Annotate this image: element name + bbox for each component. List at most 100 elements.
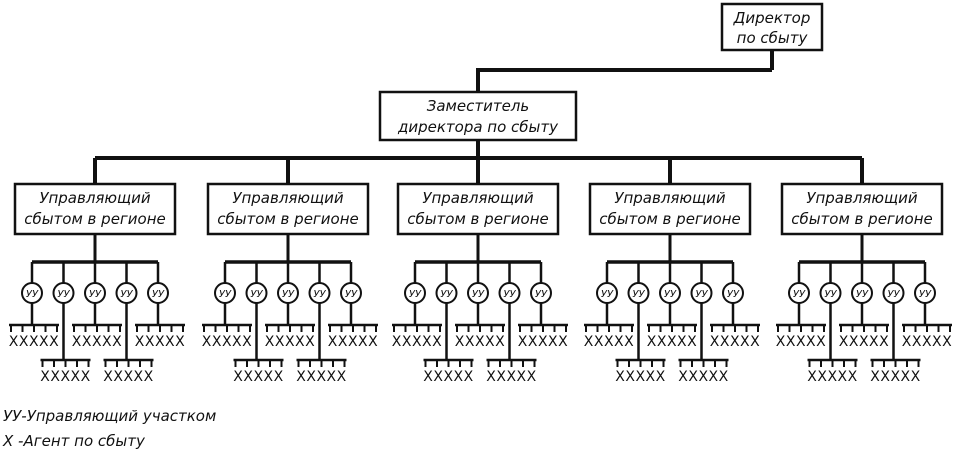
section-manager-5: УУ [914, 262, 936, 325]
section-manager-label: УУ [856, 289, 869, 300]
agent-group: XXXXX [296, 358, 347, 385]
section-manager-2: УУ [627, 262, 650, 360]
agents-label: XXXXX [870, 369, 920, 385]
region-manager-line1: Управляющий [232, 189, 344, 207]
agents-label: XXXXX [103, 369, 153, 385]
director-deputy-connector [476, 50, 774, 92]
section-manager-1: УУ [214, 262, 236, 325]
agent-group: XXXXX [135, 323, 185, 350]
section-manager-2: УУ [52, 262, 75, 360]
agents-label: XXXXX [135, 334, 185, 350]
agent-group: XXXXX [870, 358, 921, 385]
section-manager-4: УУ [308, 262, 331, 360]
section-manager-3: УУ [851, 262, 873, 325]
section-manager-label: УУ [250, 289, 263, 300]
legend-section-manager: УУ-Управляющий участком [3, 407, 216, 425]
agent-group: XXXXX [455, 323, 505, 350]
region-manager-line2: сбытом в регионе [24, 210, 166, 228]
section-manager-label: УУ [26, 289, 39, 300]
section-manager-3: УУ [277, 262, 299, 325]
agents-label: XXXXX [9, 334, 59, 350]
agents-label: XXXXX [710, 334, 760, 350]
agents-label: XXXXX [455, 334, 505, 350]
section-manager-label: УУ [887, 289, 900, 300]
section-manager-4: УУ [115, 262, 138, 360]
agent-group: XXXXX [392, 323, 442, 350]
agent-group: XXXXX [776, 323, 826, 350]
section-manager-label: УУ [535, 289, 548, 300]
section-manager-4: УУ [882, 262, 905, 360]
agent-group: XXXXX [518, 323, 568, 350]
region-manager-box [396, 182, 560, 236]
agents-label: XXXXX [233, 369, 283, 385]
section-manager-4: УУ [690, 262, 713, 360]
deputy-title-line1: Заместитель [427, 97, 529, 115]
region-manager-line2: сбытом в регионе [407, 210, 549, 228]
region-manager-line1: Управляющий [422, 189, 534, 207]
agents-label: XXXXX [486, 369, 536, 385]
agent-group: XXXXX [584, 323, 634, 350]
section-manager-3: УУ [84, 262, 106, 325]
region-manager-line2: сбытом в регионе [791, 210, 933, 228]
section-manager-5: УУ [147, 262, 169, 325]
deputy-regions-connector [95, 140, 862, 160]
section-manager-5: УУ [722, 262, 744, 325]
agent-group: XXXXX [265, 323, 315, 350]
agents-label: XXXXX [296, 369, 346, 385]
region-manager-box [13, 182, 177, 236]
agents-label: XXXXX [392, 334, 442, 350]
section-manager-3: УУ [467, 262, 489, 325]
region-manager-line2: сбытом в регионе [217, 210, 359, 228]
section-manager-2: УУ [245, 262, 268, 360]
section-manager-label: УУ [632, 289, 645, 300]
section-manager-label: УУ [282, 289, 295, 300]
agents-label: XXXXX [40, 369, 90, 385]
agents-label: XXXXX [678, 369, 728, 385]
deputy-node: Заместитель директора по сбыту [378, 90, 578, 142]
section-manager-label: УУ [120, 289, 133, 300]
agents-label: XXXXX [647, 334, 697, 350]
agents-label: XXXXX [265, 334, 315, 350]
agent-group: XXXXX [486, 358, 537, 385]
agent-group: XXXXX [72, 323, 122, 350]
agent-group: XXXXX [902, 323, 952, 350]
director-node: Директор по сбыту [720, 2, 824, 52]
agent-group: XXXXX [40, 358, 91, 385]
section-manager-label: УУ [503, 289, 516, 300]
agents-label: XXXXX [518, 334, 568, 350]
agent-group: XXXXX [9, 323, 59, 350]
agent-group: XXXXX [710, 323, 760, 350]
section-manager-4: УУ [498, 262, 521, 360]
section-manager-2: УУ [819, 262, 842, 360]
agents-label: XXXXX [776, 334, 826, 350]
section-manager-1: УУ [404, 262, 426, 325]
region-manager-line1: Управляющий [614, 189, 726, 207]
section-manager-label: УУ [695, 289, 708, 300]
agent-group: XXXXX [615, 358, 666, 385]
agents-label: XXXXX [615, 369, 665, 385]
agent-group: XXXXX [839, 323, 889, 350]
agent-group: XXXXX [678, 358, 729, 385]
agent-group: XXXXX [103, 358, 154, 385]
agents-label: XXXXX [202, 334, 252, 350]
section-manager-3: УУ [659, 262, 681, 325]
section-manager-5: УУ [340, 262, 362, 325]
director-title-line2: по сбыту [737, 29, 809, 47]
region-manager-box [780, 182, 944, 236]
agents-label: XXXXX [839, 334, 889, 350]
deputy-title-line2: директора по сбыту [397, 118, 559, 136]
deputy-box [378, 90, 578, 142]
section-manager-label: УУ [440, 289, 453, 300]
section-manager-label: УУ [472, 289, 485, 300]
section-manager-label: УУ [919, 289, 932, 300]
agents-label: XXXXX [72, 334, 122, 350]
section-manager-1: УУ [21, 262, 43, 325]
section-manager-label: УУ [57, 289, 70, 300]
section-manager-label: УУ [89, 289, 102, 300]
section-manager-label: УУ [664, 289, 677, 300]
